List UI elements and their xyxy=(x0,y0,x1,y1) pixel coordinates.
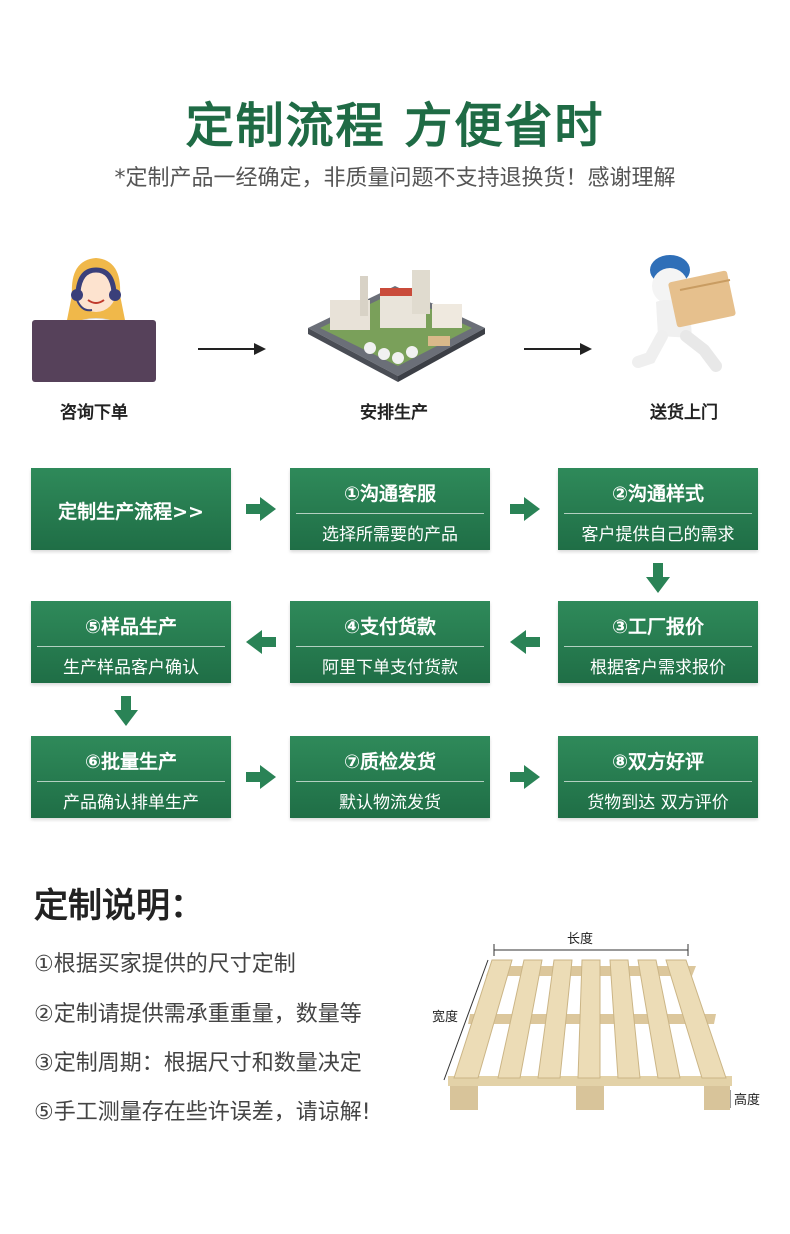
arrow-right-icon xyxy=(246,497,276,521)
arrow-left-icon xyxy=(246,630,276,654)
flow-intro-label: 定制生产流程>> xyxy=(58,501,204,523)
flow-step-title: ①沟通客服 xyxy=(343,483,437,505)
factory-icon xyxy=(300,258,490,388)
note-item: ②定制请提供需承重重量，数量等 xyxy=(34,1002,362,1027)
divider xyxy=(564,646,752,647)
arrow-left-icon xyxy=(510,630,540,654)
flow-intro-box: 定制生产流程>> xyxy=(31,468,231,550)
flow-step-title: ⑤样品生产 xyxy=(84,616,178,638)
pallet-image xyxy=(430,940,770,1115)
flow-step-5: ⑤样品生产 生产样品客户确认 xyxy=(31,601,231,683)
arrow-right-icon xyxy=(510,497,540,521)
flow-step-desc: 阿里下单支付货款 xyxy=(322,658,458,678)
flow-step-2: ②沟通样式 客户提供自己的需求 xyxy=(558,468,758,550)
divider xyxy=(37,781,225,782)
divider xyxy=(296,781,484,782)
step-label-delivery: 送货上门 xyxy=(650,403,718,423)
flow-step-7: ⑦质检发货 默认物流发货 xyxy=(290,736,490,818)
step-label-production: 安排生产 xyxy=(360,403,428,423)
length-label: 长度 xyxy=(567,932,594,947)
flow-step-title: ④支付货款 xyxy=(343,616,437,638)
divider xyxy=(296,513,484,514)
note-item: ③定制周期：根据尺寸和数量决定 xyxy=(34,1051,362,1076)
step-arrow xyxy=(198,343,266,355)
divider xyxy=(564,781,752,782)
customer-service-icon xyxy=(30,240,160,385)
width-label: 宽度 xyxy=(432,1010,459,1025)
flow-step-desc: 生产样品客户确认 xyxy=(63,658,199,678)
page-title: 定制流程 方便省时 xyxy=(185,98,605,154)
flow-step-desc: 货物到达 双方评价 xyxy=(587,793,729,813)
page-subtitle: *定制产品一经确定，非质量问题不支持退换货！感谢理解 xyxy=(114,166,676,191)
delivery-icon xyxy=(630,250,750,380)
note-item: ⑤手工测量存在些许误差，请谅解! xyxy=(34,1100,371,1125)
flow-step-title: ②沟通样式 xyxy=(611,483,705,505)
flow-step-title: ⑧双方好评 xyxy=(611,751,705,773)
divider xyxy=(564,513,752,514)
divider xyxy=(37,646,225,647)
flow-step-desc: 产品确认排单生产 xyxy=(63,793,199,813)
note-item: ①根据买家提供的尺寸定制 xyxy=(34,952,296,977)
divider xyxy=(296,646,484,647)
flow-step-6: ⑥批量生产 产品确认排单生产 xyxy=(31,736,231,818)
arrow-right-icon xyxy=(246,765,276,789)
flow-step-title: ③工厂报价 xyxy=(611,616,705,638)
step-label-consult: 咨询下单 xyxy=(60,403,128,423)
flow-step-8: ⑧双方好评 货物到达 双方评价 xyxy=(558,736,758,818)
flow-step-desc: 客户提供自己的需求 xyxy=(581,525,735,545)
arrow-right-icon xyxy=(510,765,540,789)
flow-step-title: ⑥批量生产 xyxy=(84,751,178,773)
arrow-down-icon xyxy=(114,696,138,726)
notes-title: 定制说明： xyxy=(34,886,204,926)
height-label: 高度 xyxy=(734,1093,761,1108)
flow-step-title: ⑦质检发货 xyxy=(343,751,437,773)
flow-step-desc: 默认物流发货 xyxy=(339,793,441,813)
flow-step-3: ③工厂报价 根据客户需求报价 xyxy=(558,601,758,683)
arrow-down-icon xyxy=(646,563,670,593)
step-arrow xyxy=(524,343,592,355)
flow-step-desc: 根据客户需求报价 xyxy=(590,658,726,678)
flow-step-desc: 选择所需要的产品 xyxy=(322,525,458,545)
flow-step-4: ④支付货款 阿里下单支付货款 xyxy=(290,601,490,683)
flow-step-1: ①沟通客服 选择所需要的产品 xyxy=(290,468,490,550)
